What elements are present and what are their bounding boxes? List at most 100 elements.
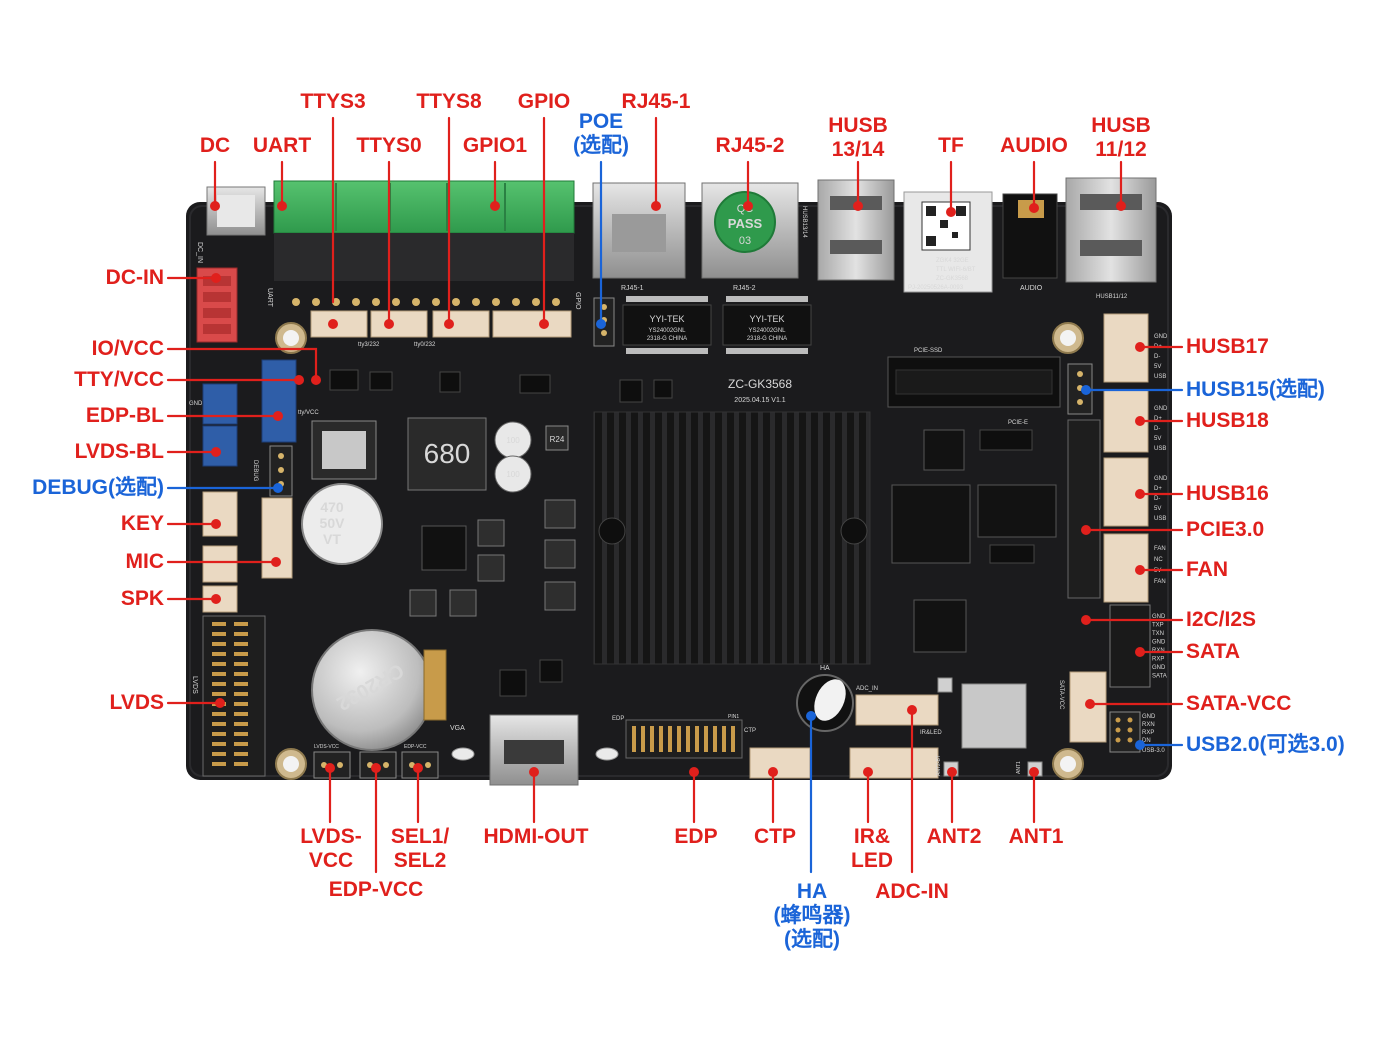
label-pcie30: PCIE3.0 <box>1186 518 1265 541</box>
edp-pin <box>686 726 690 752</box>
label-spk: SPK <box>120 587 164 610</box>
lvds-pin <box>212 692 226 696</box>
label-ttys0: TTYS0 <box>356 134 422 157</box>
label-sata: SATA <box>1186 640 1241 663</box>
label-ttys3: TTYS3 <box>300 90 366 113</box>
magnetics-brand: YYI-TEK <box>649 314 684 324</box>
pass-text: PASS <box>728 216 763 231</box>
husb16-pin-silk: GND <box>1154 476 1168 482</box>
cap-line-1: 470 <box>320 499 344 515</box>
magnetics-origin: 2318-G CHINA <box>647 336 687 342</box>
silk-ha: HA <box>820 665 830 672</box>
lvds-pin <box>212 622 226 626</box>
edp-pin <box>713 726 717 752</box>
label-dc-in: DC-IN <box>105 266 164 289</box>
silk-edp-vcc: EDP-VCC <box>404 744 427 750</box>
lvds-pin <box>234 732 248 736</box>
edp-pin <box>677 726 681 752</box>
magnetics-part: YS24002GNL <box>648 328 686 334</box>
husb17-pin-silk: GND <box>1154 334 1168 340</box>
lvds-pin <box>234 662 248 666</box>
silk-ant1: ANT1 <box>1016 761 1022 774</box>
edp-pin <box>632 726 636 752</box>
inductor-value: 680 <box>424 438 471 469</box>
lvds-pin <box>212 682 226 686</box>
husb-13-14-port <box>817 179 895 281</box>
usb3-header <box>1109 711 1141 753</box>
silk-husb1112: HUSB11/12 <box>1096 294 1128 300</box>
lvds-pin <box>212 712 226 716</box>
leader-dots <box>210 201 1145 777</box>
label-lvds-vcc: LVDS-VCC <box>300 825 362 872</box>
edp-pin <box>641 726 645 752</box>
sata-pin-silk: SATA <box>1152 674 1167 680</box>
husb17-pin-silk: 5V <box>1154 364 1161 370</box>
label-key: KEY <box>120 512 164 535</box>
lvds-pin <box>212 732 226 736</box>
husb18-pin-silk: D+ <box>1154 416 1162 422</box>
label-edp: EDP <box>674 825 718 848</box>
lvds-pin <box>234 682 248 686</box>
backlight-headers <box>202 359 297 467</box>
label-tf: TF <box>938 134 964 157</box>
small-inductors <box>409 499 576 617</box>
silk-sata-vcc: SATA-VCC <box>1058 680 1064 710</box>
label-fan: FAN <box>1186 558 1228 581</box>
edp-pin <box>731 726 735 752</box>
label-husb18: HUSB18 <box>1186 409 1269 432</box>
lvds-pin <box>234 762 248 766</box>
label-uart: UART <box>252 134 312 157</box>
silk-tty-vcc: tty/VCC <box>298 410 319 416</box>
silk-husb1314: HUSB13/14 <box>801 206 807 238</box>
usb3-pin-silk: GND <box>1142 714 1156 720</box>
small-cap-1: 100 <box>506 436 520 445</box>
label-husb17: HUSB17 <box>1186 335 1269 358</box>
silk-usb30: USB-3.0 <box>1142 748 1165 754</box>
electrolytic-capacitor <box>301 483 383 565</box>
small-capacitors <box>494 421 532 493</box>
silk-dc-in: DC_IN <box>196 242 203 263</box>
sata-pin-silk: TXN <box>1152 631 1164 637</box>
ir-led-connector <box>849 747 939 779</box>
label-ha: HA(蜂鸣器)(选配) <box>773 880 851 951</box>
mounting-holes <box>275 322 1084 780</box>
label-usb20: USB2.0(可选3.0) <box>1186 733 1345 756</box>
silk-lvds-vcc: LVDS-VCC <box>314 744 339 750</box>
fan-pin-silk: FAN <box>1154 546 1166 552</box>
husb18-pin-silk: GND <box>1154 406 1168 412</box>
label-rj45-2: RJ45-2 <box>715 134 785 157</box>
sata-pin-silk: GND <box>1152 614 1166 620</box>
husb18-pin-silk: USB <box>1154 446 1166 452</box>
lvds-pin <box>234 622 248 626</box>
label-hdmi-out: HDMI-OUT <box>483 825 589 848</box>
label-ttys8: TTYS8 <box>416 90 482 113</box>
edp-pin <box>659 726 663 752</box>
lvds-pin <box>234 712 248 716</box>
label-lvds-bl: LVDS-BL <box>74 440 164 463</box>
fan-pin-silk: NC <box>1154 557 1163 563</box>
wifi-line-3: ZC-GK3568 <box>936 276 969 282</box>
label-gpio: GPIO <box>517 90 571 113</box>
cap-line-2: 50V <box>320 515 346 531</box>
board-model: ZC-GK3568 <box>728 377 792 391</box>
label-debug: DEBUG(选配) <box>32 476 164 499</box>
qc-pass-sticker <box>714 191 776 253</box>
lvds-pin <box>212 762 226 766</box>
edp-pin <box>722 726 726 752</box>
silk-rj45-1: RJ45-1 <box>621 285 644 292</box>
sata-pin-silk: RXP <box>1152 657 1164 663</box>
silk-gpio: GPIO <box>574 292 581 310</box>
silk-ttys-mark2: tty0/232 <box>414 342 436 348</box>
husb-11-12-port <box>1065 177 1157 283</box>
edp-pin <box>650 726 654 752</box>
husb18-pin-silk: 5V <box>1154 436 1161 442</box>
label-sata-vcc: SATA-VCC <box>1186 692 1292 715</box>
husb16-pin-silk: D+ <box>1154 486 1162 492</box>
silk-edp: EDP <box>612 716 624 722</box>
husb16-pin-silk: 5V <box>1154 506 1161 512</box>
label-i2c-i2s: I2C/I2S <box>1186 608 1257 631</box>
lvds-pin <box>234 672 248 676</box>
lvds-pin <box>212 632 226 636</box>
silk-lvds: LVDS <box>191 676 198 694</box>
